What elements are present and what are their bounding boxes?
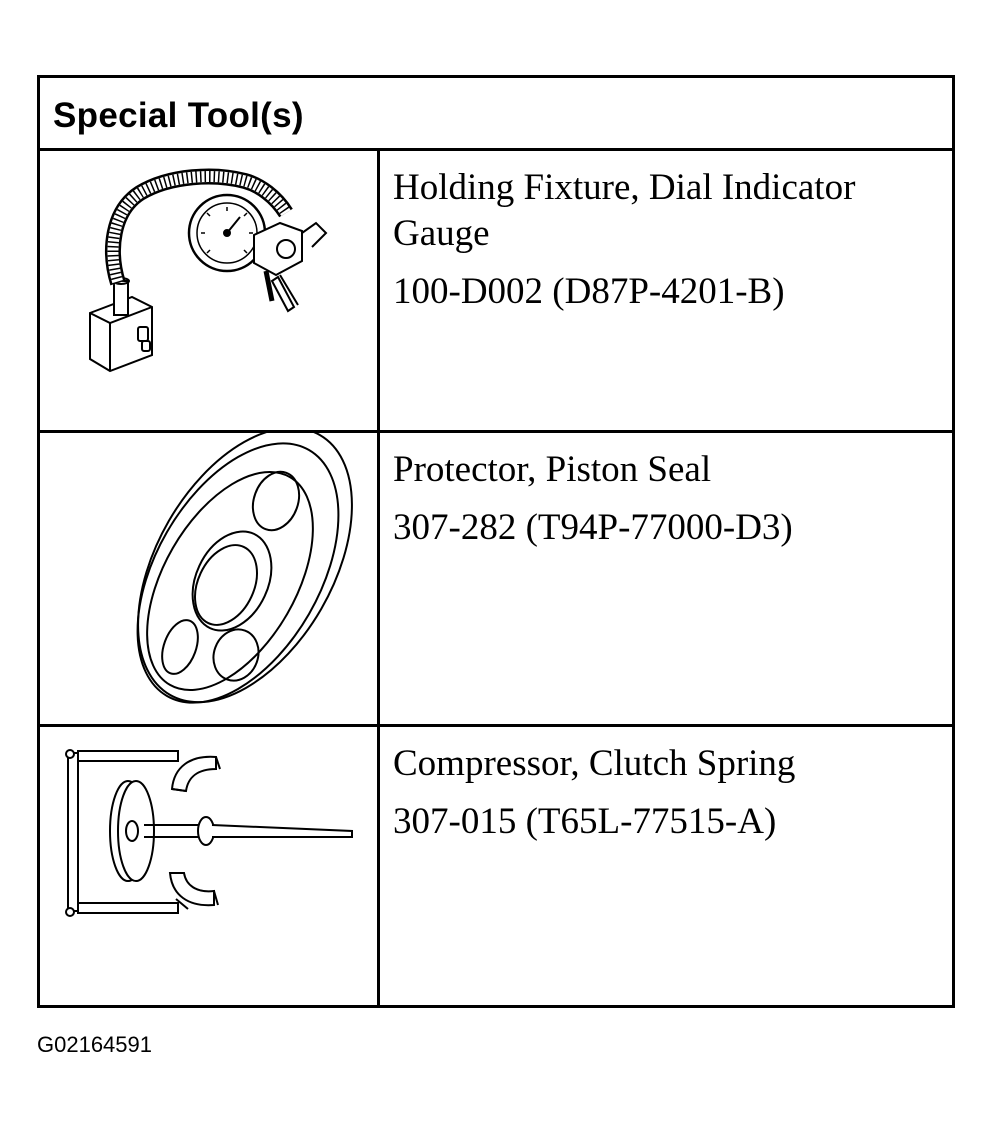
- clutch-spring-compressor-illustration: [65, 749, 353, 917]
- illustration-cell: [40, 433, 380, 724]
- tool-description: Protector, Piston Seal 307-282 (T94P-770…: [393, 447, 948, 551]
- dial-indicator-holding-fixture-illustration: [89, 168, 328, 373]
- piston-seal-protector-illustration: [136, 433, 353, 704]
- tool-row: Protector, Piston Seal 307-282 (T94P-770…: [40, 433, 952, 727]
- illustration-cell: [40, 727, 380, 1005]
- tool-name: Protector, Piston Seal: [393, 449, 712, 490]
- image-id-caption: G02164591: [37, 1032, 152, 1057]
- tool-number: 307-015 (T65L-77515-A): [393, 801, 777, 842]
- tool-number: 307-282 (T94P-77000-D3): [393, 507, 793, 548]
- tool-row: Holding Fixture, Dial Indicator Gauge 10…: [40, 151, 952, 433]
- tool-name: Compressor, Clutch Spring: [393, 743, 796, 784]
- tool-name: Holding Fixture, Dial Indicator Gauge: [393, 167, 856, 254]
- special-tools-table: Special Tool(s): [37, 75, 955, 1008]
- tool-description: Compressor, Clutch Spring 307-015 (T65L-…: [393, 741, 948, 845]
- tool-number: 100-D002 (D87P-4201-B): [393, 271, 785, 312]
- tool-row: Compressor, Clutch Spring 307-015 (T65L-…: [40, 727, 952, 1005]
- tool-description: Holding Fixture, Dial Indicator Gauge 10…: [393, 165, 948, 315]
- table-header: Special Tool(s): [40, 78, 952, 151]
- table-title: Special Tool(s): [53, 96, 304, 135]
- illustration-cell: [40, 151, 380, 430]
